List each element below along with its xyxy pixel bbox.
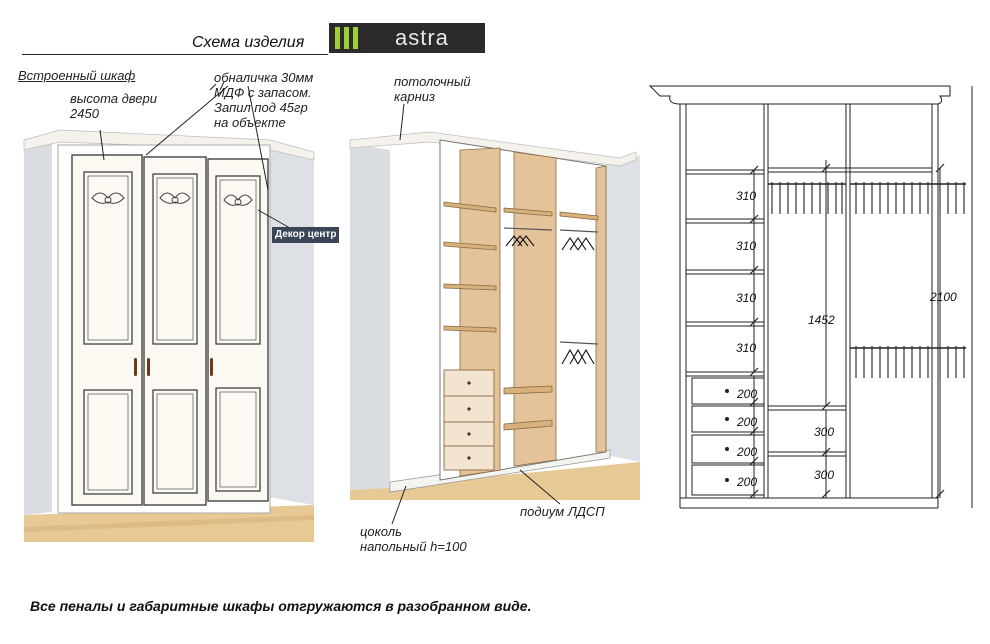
dim-inner-height: 1452	[808, 313, 835, 327]
door-height-label: высота двери 2450	[70, 91, 157, 121]
floor-plinth-label: цоколь напольный h=100	[360, 524, 467, 554]
footer-note: Все пеналы и габаритные шкафы отгружаютс…	[30, 598, 532, 614]
dim-shelf-4: 310	[736, 341, 757, 355]
decor-center-badge: Декор центр	[272, 227, 340, 243]
astra-logo: astra	[329, 23, 485, 53]
dim-middle-1: 300	[814, 425, 835, 439]
dim-shelf-2: 310	[736, 239, 757, 253]
ceiling-cornice-label: потолочный карниз	[394, 74, 471, 104]
logo-bars-icon	[335, 27, 367, 49]
section-title: Встроенный шкаф	[18, 68, 136, 83]
trim-label: обналичка 30мм МДФ с запасом. Запил под …	[214, 70, 314, 130]
dim-drawer-1: 200	[737, 387, 758, 401]
dim-middle-2: 300	[814, 468, 835, 482]
logo-text: astra	[395, 25, 449, 50]
dim-drawer-3: 200	[737, 445, 758, 459]
header-title: Схема изделия	[192, 34, 305, 51]
dim-total-height: 2100	[930, 290, 957, 304]
podium-label: подиум ЛДСП	[520, 504, 605, 519]
header-divider	[22, 54, 328, 55]
dim-shelf-1: 310	[736, 189, 757, 203]
dim-drawer-2: 200	[737, 415, 758, 429]
dim-drawer-4: 200	[737, 475, 758, 489]
dim-shelf-3: 310	[736, 291, 757, 305]
